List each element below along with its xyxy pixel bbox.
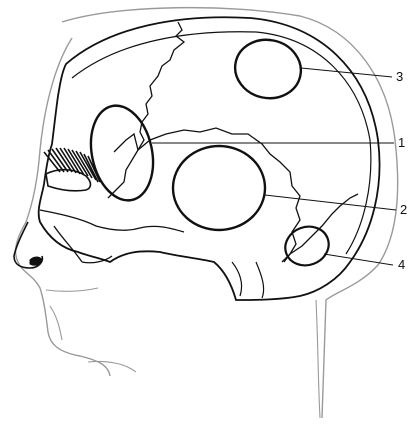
- callout-label-2: 2: [400, 202, 407, 217]
- zygomatic-arch: [40, 210, 184, 232]
- callout-label-4: 4: [398, 257, 405, 272]
- eye-socket: [46, 170, 91, 191]
- jaw-line: [46, 288, 98, 340]
- callout-label-1: 1: [398, 135, 405, 150]
- region-1-ellipse: [83, 100, 162, 206]
- mastoid: [232, 262, 264, 298]
- neck-line: [88, 300, 320, 418]
- region-2-ellipse: [173, 146, 265, 230]
- region-3-ellipse: [230, 34, 307, 104]
- callout-label-3: 3: [396, 69, 403, 84]
- sphenoid-suture: [108, 134, 138, 198]
- leader-line-3: [301, 68, 392, 77]
- region-4-ellipse: [280, 221, 334, 272]
- head-outline: [16, 8, 398, 418]
- squamosal-suture: [138, 128, 300, 262]
- maxilla: [54, 226, 112, 263]
- leader-line-4: [324, 254, 393, 265]
